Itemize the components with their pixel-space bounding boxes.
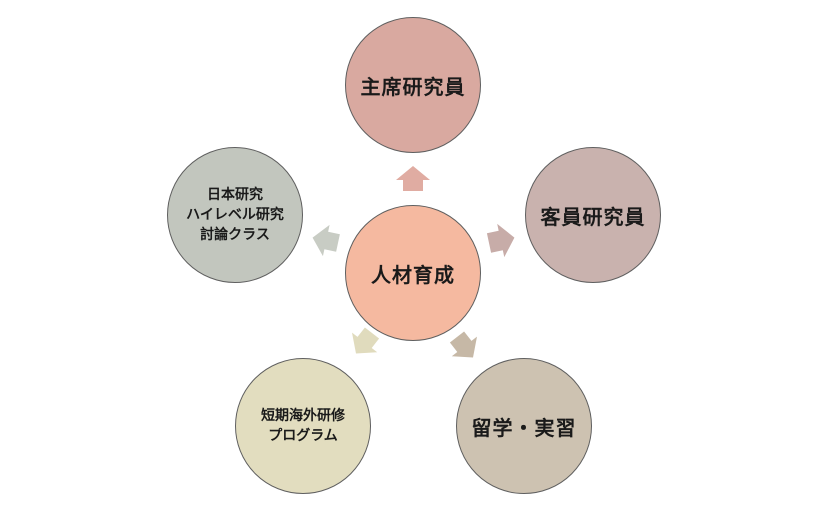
arrow-to-left [312, 224, 340, 257]
arrow-to-bottom-left [352, 327, 380, 354]
node-tanki-kaigai-kenshu: 短期海外研修 プログラム [235, 358, 371, 494]
node-ryugaku-jisshu: 留学・実習 [456, 358, 592, 494]
node-label-line-1: 日本研究 [206, 186, 263, 203]
node-label-line-2: プログラム [268, 428, 338, 444]
arrow-to-top [396, 166, 430, 191]
center-node-label: 人材育成 [371, 262, 455, 287]
node-label-line-2: ハイレベル研究 [186, 206, 284, 223]
node-shuseki-kenkyuin: 主席研究員 [345, 17, 481, 153]
node-nihon-kenkyu-class: 日本研究 ハイレベル研究 討論クラス [167, 147, 303, 283]
arrow-to-bottom-right [449, 331, 477, 358]
arrow-to-right [486, 223, 515, 258]
node-label: 主席研究員 [360, 74, 466, 99]
node-kyakuin-kenkyuin: 客員研究員 [525, 147, 661, 283]
center-node-jinzai-ikusei: 人材育成 [345, 205, 481, 341]
node-label: 客員研究員 [540, 204, 646, 229]
node-label-line-1: 短期海外研修 [261, 407, 345, 424]
node-label: 留学・実習 [471, 415, 577, 440]
node-label-line-3: 討論クラス [200, 227, 270, 244]
